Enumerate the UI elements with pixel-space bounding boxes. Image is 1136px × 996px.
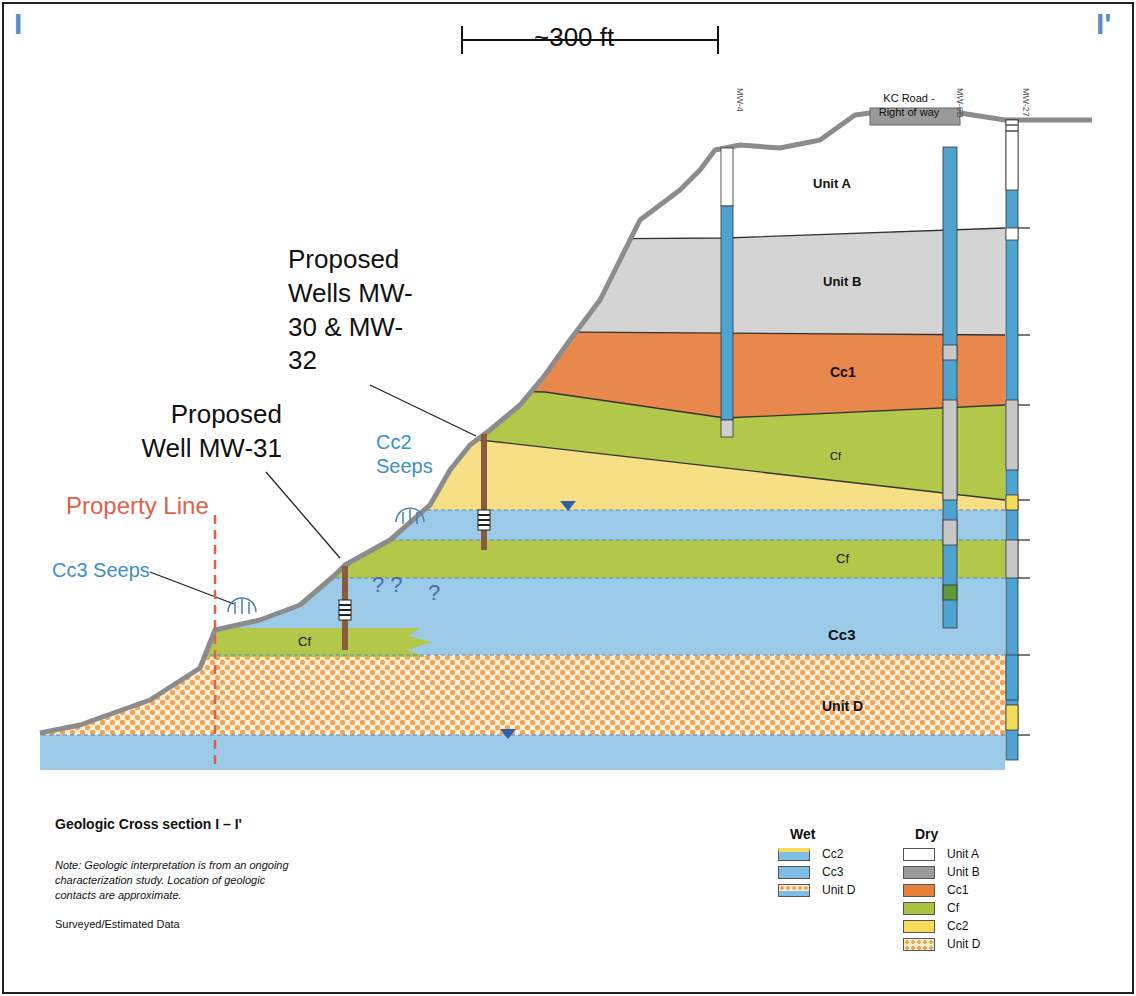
uncertainty-mark: ? [428, 580, 440, 606]
water-table-marker [500, 729, 516, 739]
road-label: KC Road - Right of way [873, 92, 945, 120]
seep-label: Cc2 Seeps [376, 430, 438, 478]
uncertainty-mark: ? ? [372, 572, 403, 598]
legend-swatch [903, 920, 935, 933]
legend-label: Unit D [947, 937, 980, 951]
legend-label: Unit A [947, 847, 979, 861]
legend-swatch [903, 938, 935, 951]
legend-swatch [778, 884, 810, 897]
legend-swatch [778, 848, 810, 861]
seep-label: Cc3 Seeps [52, 558, 150, 582]
legend-label: Cc1 [947, 883, 968, 897]
legend-label: Cf [947, 901, 959, 915]
callout-label: Proposed Well MW-31 [118, 398, 282, 466]
unit-label: Cf [298, 634, 311, 650]
callout-label: Proposed Wells MW-30 & MW-32 [288, 243, 423, 378]
legend-swatch [778, 866, 810, 879]
unit-label: Unit D [822, 698, 863, 715]
legend-heading: Dry [915, 826, 938, 843]
legend-swatch [903, 848, 935, 861]
data-note: Surveyed/Estimated Data [55, 918, 180, 931]
monitoring-wells [721, 120, 1030, 760]
water-table-marker [560, 501, 576, 511]
legend-swatch [903, 902, 935, 915]
well-name: MW-4 [734, 88, 744, 112]
well-name: MW-6B [954, 88, 964, 118]
legend-swatch [903, 884, 935, 897]
section-title: Geologic Cross section I – I' [55, 816, 242, 832]
note-text: Note: Geologic interpretation is from an… [55, 858, 295, 903]
unit-label: Cf [836, 551, 849, 567]
legend-label: Cc3 [822, 865, 843, 879]
legend-swatch [903, 866, 935, 879]
seep-symbols [228, 508, 424, 614]
ground-surface [40, 113, 1092, 733]
legend-label: Cc2 [947, 919, 968, 933]
legend-label: Unit D [822, 883, 855, 897]
unit-label: Cc3 [828, 626, 856, 644]
section-end-label: I' [1096, 6, 1111, 42]
legend-label: Unit B [947, 865, 980, 879]
property-line [214, 515, 217, 770]
legend-heading: Wet [790, 826, 815, 843]
unit-label: Cc1 [830, 364, 856, 381]
unit-label: Unit B [823, 274, 861, 290]
unit-label: Unit A [813, 176, 851, 192]
legend-label: Cc2 [822, 847, 843, 861]
unit-label: Cf [830, 450, 841, 463]
well-name: MW-27 [1020, 88, 1030, 117]
section-end-label: I [14, 6, 22, 42]
scale-label: ~300 ft [534, 22, 614, 53]
property-line-label: Property Line [66, 492, 209, 521]
